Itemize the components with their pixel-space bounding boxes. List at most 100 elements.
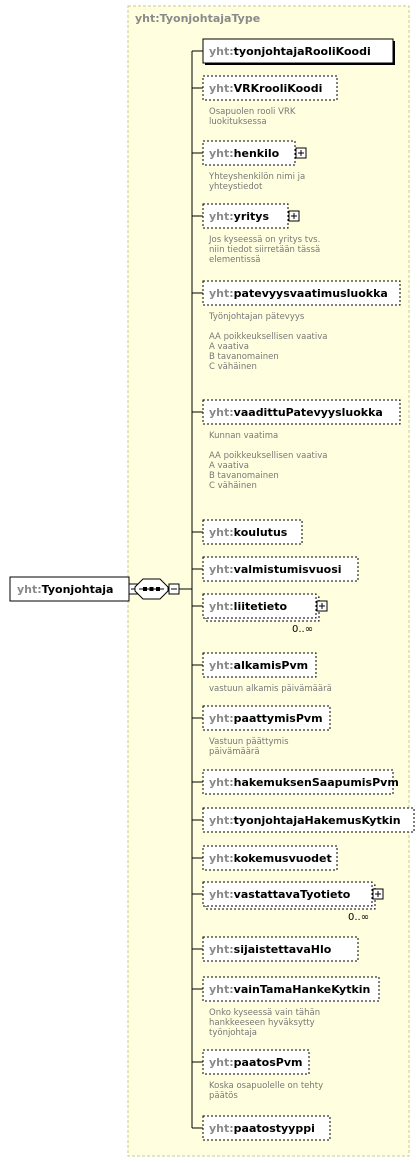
element-box[interactable]	[202, 203, 289, 229]
element-name: yht:henkilo	[209, 147, 280, 160]
element-box[interactable]	[202, 845, 338, 871]
element-local-name: kokemusvuodet	[234, 852, 332, 865]
element-koulutus[interactable]: yht:koulutus	[202, 519, 303, 545]
element-box[interactable]	[202, 652, 317, 678]
element-local-name: alkamisPvm	[234, 659, 308, 672]
expand-liitetieto-toggle[interactable]	[316, 600, 328, 612]
expand-yritys-toggle[interactable]	[288, 210, 300, 222]
element-tyonjohtajaRooliKoodi[interactable]: yht:tyonjohtajaRooliKoodi	[202, 38, 395, 65]
element-local-name: henkilo	[234, 147, 280, 160]
element-local-name: valmistumisvuosi	[234, 563, 342, 576]
element-vastattavaTyotieto[interactable]: yht:vastattavaTyotieto 0..∞	[202, 881, 384, 923]
namespace-prefix: yht:	[209, 1056, 234, 1069]
element-box[interactable]	[202, 807, 415, 833]
element-local-name: koulutus	[234, 526, 288, 539]
expand-henkilo-toggle[interactable]	[295, 147, 307, 159]
element-name: yht:liitetieto	[209, 600, 287, 613]
namespace-prefix: yht:	[209, 659, 234, 672]
element-documentation: päätös	[209, 1091, 238, 1101]
element-box[interactable]	[202, 280, 401, 306]
element-box[interactable]	[202, 936, 359, 962]
element-local-name: paatostyyppi	[234, 1122, 315, 1135]
element-box[interactable]	[202, 38, 394, 64]
element-documentation: niin tiedot siirretään tässä	[209, 245, 320, 255]
element-box[interactable]	[202, 75, 338, 101]
namespace-prefix: yht:	[209, 526, 234, 539]
expand-vastattavaTyotieto-toggle[interactable]	[372, 888, 384, 900]
element-liitetieto[interactable]: yht:liitetieto 0..∞	[202, 593, 328, 635]
sequence-collapse-toggle[interactable]	[168, 583, 180, 595]
element-name: yht:vainTamaHankeKytkin	[209, 983, 370, 996]
element-documentation: Onko kyseessä vain tähän	[209, 1008, 320, 1018]
element-valmistumisvuosi[interactable]: yht:valmistumisvuosi	[202, 556, 359, 582]
element-kokemusvuodet[interactable]: yht:kokemusvuodet	[202, 845, 338, 871]
element-local-name: sijaistettavaHlo	[234, 943, 332, 956]
occurrence-label: 0..∞	[292, 624, 313, 635]
namespace-prefix: yht:	[209, 210, 234, 223]
element-documentation: Työnjohtajan pätevyys	[208, 312, 305, 322]
element-alkamisPvm[interactable]: yht:alkamisPvm vastuun alkamis päivämäärä	[202, 652, 332, 694]
element-local-name: hakemuksenSaapumisPvm	[234, 776, 399, 789]
element-local-name: vaadittuPatevyysluokka	[234, 406, 383, 419]
element-box[interactable]	[202, 519, 303, 545]
element-documentation: Koska osapuolelle on tehty	[209, 1081, 323, 1091]
element-box[interactable]	[202, 1115, 331, 1141]
element-documentation: A vaativa	[209, 342, 249, 352]
element-documentation: elementissä	[209, 255, 260, 265]
element-box[interactable]	[202, 769, 394, 795]
namespace-prefix: yht:	[209, 147, 234, 160]
element-box[interactable]	[202, 556, 359, 582]
occurrence-label: 0..∞	[348, 912, 369, 923]
element-name: yht:paatosPvm	[209, 1056, 302, 1069]
element-box[interactable]	[202, 976, 380, 1002]
namespace-prefix: yht:	[209, 814, 234, 827]
connector-lines	[191, 50, 203, 1129]
sequence-compositor[interactable]	[134, 578, 192, 600]
element-hakemuksenSaapumisPvm[interactable]: yht:hakemuksenSaapumisPvm	[202, 769, 399, 795]
element-box[interactable]	[202, 140, 296, 166]
element-box[interactable]	[202, 881, 373, 907]
root-element-box[interactable]	[9, 576, 130, 602]
element-documentation: vastuun alkamis päivämäärä	[209, 684, 332, 694]
element-local-name: liitetieto	[234, 600, 288, 613]
element-name: yht:patevyysvaatimusluokka	[209, 287, 388, 300]
sequence-icon-dot	[143, 587, 147, 591]
namespace-prefix: yht:	[209, 406, 234, 419]
root-element-name: yht:Tyonjohtaja	[17, 583, 113, 596]
element-documentation: Yhteyshenkilön nimi ja	[208, 172, 305, 182]
element-local-name: Tyonjohtaja	[42, 583, 114, 596]
element-box[interactable]	[202, 593, 317, 619]
element-tyonjohtajaHakemusKytkin[interactable]: yht:tyonjohtajaHakemusKytkin	[202, 807, 415, 833]
element-documentation: Jos kyseessä on yritys tvs.	[208, 235, 320, 245]
element-sijaistettavaHlo[interactable]: yht:sijaistettavaHlo	[202, 936, 359, 962]
element-documentation: hankkeeseen hyväksytty	[209, 1018, 315, 1028]
namespace-prefix: yht:	[209, 888, 234, 901]
element-paatostyyppi[interactable]: yht:paatostyyppi	[202, 1115, 331, 1141]
element-name: yht:vastattavaTyotieto	[209, 888, 351, 901]
namespace-prefix: yht:	[209, 45, 234, 58]
element-box[interactable]	[202, 399, 401, 425]
element-documentation: AA poikkeuksellisen vaativa	[209, 451, 327, 461]
child-elements: yht:tyonjohtajaRooliKoodi yht:VRKrooliKoo…	[202, 38, 415, 1141]
namespace-prefix: yht:	[209, 712, 234, 725]
element-box[interactable]	[202, 1049, 310, 1075]
element-box[interactable]	[202, 705, 331, 731]
element-name: yht:valmistumisvuosi	[209, 563, 342, 576]
element-local-name: paattymisPvm	[234, 712, 323, 725]
element-documentation: C vähäinen	[209, 362, 257, 372]
element-local-name: paatosPvm	[234, 1056, 303, 1069]
sequence-icon-dot	[149, 587, 154, 591]
element-documentation: luokituksessa	[209, 117, 267, 127]
namespace-prefix: yht:	[209, 776, 234, 789]
element-name: yht:tyonjohtajaRooliKoodi	[209, 45, 371, 58]
root-element[interactable]: yht:Tyonjohtaja	[9, 576, 140, 602]
